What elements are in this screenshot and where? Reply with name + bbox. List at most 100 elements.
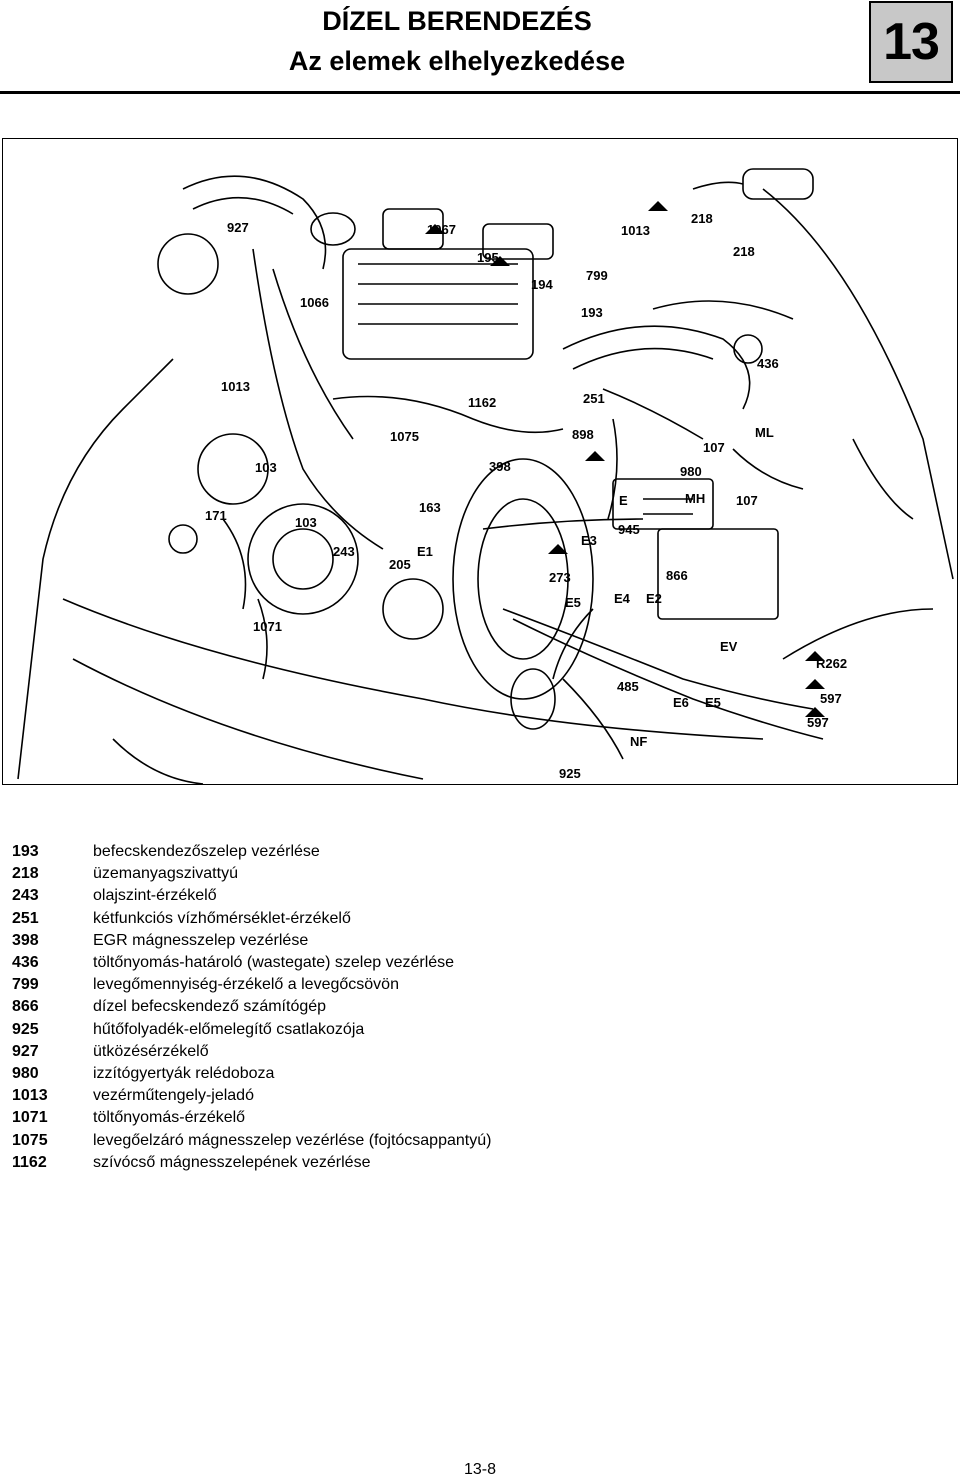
diagram-label-107-a: 107 xyxy=(703,440,725,455)
legend-description: EGR mágnesszelep vezérlése xyxy=(93,931,309,949)
legend-number: 1162 xyxy=(12,1153,47,1171)
chapter-number: 13 xyxy=(883,13,940,71)
diagram-label-251: 251 xyxy=(583,391,605,406)
diagram-label-e5-b: E5 xyxy=(705,695,721,710)
diagram-label-597-a: 597 xyxy=(820,691,842,706)
legend-description: levegőmennyiség-érzékelő a levegőcsövön xyxy=(93,976,399,994)
legend-row: 398 EGR mágnesszelep vezérlése xyxy=(12,930,491,952)
diagram-label-1013-top: 1013 xyxy=(621,223,650,238)
legend-description: vezérműtengely-jeladó xyxy=(93,1087,254,1105)
diagram-label-193: 193 xyxy=(581,305,603,320)
component-legend: 193 befecskendezőszelep vezérlése 218 üzem… xyxy=(12,841,491,1174)
diagram-label-243: 243 xyxy=(333,544,355,559)
legend-row: 980 izzítógyertyák relédoboza xyxy=(12,1063,491,1085)
diagram-label-436: 436 xyxy=(757,356,779,371)
header-divider xyxy=(0,91,960,94)
title-line-1: DÍZEL BERENDEZÉS xyxy=(322,6,592,36)
legend-number: 436 xyxy=(12,954,39,972)
diagram-label-799: 799 xyxy=(586,268,608,283)
legend-row: 243 olajszint-érzékelő xyxy=(12,885,491,907)
diagram-label-945: 945 xyxy=(618,522,640,537)
diagram-label-1071: 1071 xyxy=(253,619,282,634)
diagram-label-1066: 1066 xyxy=(300,295,329,310)
chapter-number-box: 13 xyxy=(869,1,953,83)
pointer-arrows xyxy=(425,201,825,717)
legend-description: ütközésérzékelő xyxy=(93,1042,209,1060)
legend-description: töltőnyomás-érzékelő xyxy=(93,1109,246,1127)
diagram-label-1162: 1162 xyxy=(468,395,496,410)
diagram-label-194: 194 xyxy=(531,277,553,292)
diagram-label-485: 485 xyxy=(617,679,639,694)
diagram-label-103-a: 103 xyxy=(255,460,277,475)
legend-number: 927 xyxy=(12,1042,39,1060)
diagram-label-925: 925 xyxy=(559,766,581,781)
legend-description: izzítógyertyák relédoboza xyxy=(93,1064,275,1082)
diagram-label-mh: MH xyxy=(685,491,705,506)
legend-number: 243 xyxy=(12,887,39,905)
legend-number: 925 xyxy=(12,1020,39,1038)
diagram-label-273: 273 xyxy=(549,570,571,585)
diagram-label-205: 205 xyxy=(389,557,411,572)
diagram-label-218-b: 218 xyxy=(733,244,755,259)
legend-number: 218 xyxy=(12,865,39,883)
legend-row: 925 hűtőfolyadék-előmelegítő csatlakozója xyxy=(12,1019,491,1041)
diagram-label-980: 980 xyxy=(680,464,702,479)
diagram-label-e: E xyxy=(619,493,628,508)
legend-description: szívócső mágnesszelepének vezérlése xyxy=(93,1153,371,1171)
legend-number: 1075 xyxy=(12,1131,48,1149)
diagram-label-597-b: 597 xyxy=(807,715,829,730)
legend-row: 218 üzemanyagszivattyú xyxy=(12,863,491,885)
legend-row: 1075 levegőelzáró mágnesszelep vezérlése … xyxy=(12,1129,491,1151)
engine-diagram: 927 1967 195 1013 218 218 1066 194 799 1… xyxy=(2,138,958,785)
diagram-label-1967: 1967 xyxy=(427,222,456,237)
diagram-label-e6: E6 xyxy=(673,695,689,710)
diagram-label-898: 898 xyxy=(572,427,594,442)
legend-number: 251 xyxy=(12,909,39,927)
diagram-label-e2: E2 xyxy=(646,591,662,606)
legend-number: 799 xyxy=(12,976,39,994)
diagram-label-103-b: 103 xyxy=(295,515,317,530)
diagram-callout-labels: 927 1967 195 1013 218 218 1066 194 799 1… xyxy=(205,211,847,781)
legend-description: levegőelzáró mágnesszelep vezérlése (foj… xyxy=(93,1131,492,1149)
legend-number: 866 xyxy=(12,998,39,1016)
diagram-label-218-a: 218 xyxy=(691,211,713,226)
diagram-label-107-b: 107 xyxy=(736,493,758,508)
legend-description: befecskendezőszelep vezérlése xyxy=(93,843,320,861)
title-line-2: Az elemek elhelyezkedése xyxy=(288,46,626,76)
legend-row: 436 töltőnyomás-határoló (wastegate) szel… xyxy=(12,952,491,974)
legend-number: 1071 xyxy=(12,1109,48,1127)
legend-description: dízel befecskendező számítógép xyxy=(93,998,327,1016)
legend-row: 866 dízel befecskendező számítógép xyxy=(12,996,491,1018)
legend-description: hűtőfolyadék-előmelegítő csatlakozója xyxy=(93,1020,365,1038)
diagram-label-1075: 1075 xyxy=(390,429,419,444)
engine-drawing: 927 1967 195 1013 218 218 1066 194 799 1… xyxy=(17,168,954,784)
page-title: DÍZEL BERENDEZÉS Az elemek elhelyezkedés… xyxy=(250,4,664,78)
legend-description: olajszint-érzékelő xyxy=(93,887,217,905)
legend-number: 193 xyxy=(12,843,39,861)
diagram-label-927: 927 xyxy=(227,220,249,235)
legend-number: 398 xyxy=(12,931,39,949)
legend-number: 980 xyxy=(12,1064,39,1082)
diagram-label-171: 171 xyxy=(205,508,227,523)
legend-number: 1013 xyxy=(12,1087,48,1105)
diagram-label-e1: E1 xyxy=(417,544,433,559)
diagram-label-163: 163 xyxy=(419,500,441,515)
diagram-label-r262: R262 xyxy=(816,656,847,671)
diagram-label-ml: ML xyxy=(755,425,774,440)
legend-description: töltőnyomás-határoló (wastegate) szelep … xyxy=(93,954,455,972)
legend-row: 799 levegőmennyiség-érzékelő a levegőcsöv… xyxy=(12,974,491,996)
legend-row: 1162 szívócső mágnesszelepének vezérlése xyxy=(12,1152,491,1174)
diagram-label-1013: 1013 xyxy=(221,379,250,394)
diagram-label-ev: EV xyxy=(720,639,738,654)
diagram-label-nf: NF xyxy=(630,734,647,749)
diagram-label-e5: E5 xyxy=(565,595,581,610)
legend-row: 1071 töltőnyomás-érzékelő xyxy=(12,1107,491,1129)
legend-row: 927 ütközésérzékelő xyxy=(12,1041,491,1063)
diagram-label-195: 195 xyxy=(477,250,499,265)
diagram-label-398: 398 xyxy=(489,459,511,474)
legend-row: 193 befecskendezőszelep vezérlése xyxy=(12,841,491,863)
legend-description: üzemanyagszivattyú xyxy=(93,865,238,883)
engine-line-art xyxy=(17,168,954,784)
diagram-label-e3: E3 xyxy=(581,533,597,548)
